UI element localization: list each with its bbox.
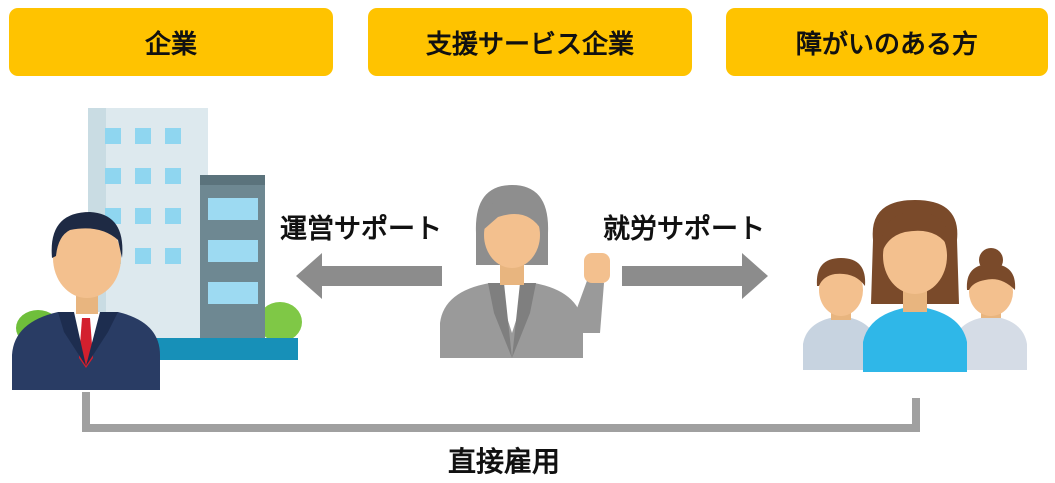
company-illustration (12, 108, 302, 390)
employment-support-arrow (622, 253, 768, 299)
header-disabled-person: 障がいのある方 (726, 8, 1048, 76)
header-support-company: 支援サービス企業 (368, 8, 692, 76)
header-company: 企業 (9, 8, 333, 76)
employment-support-label: 就労サポート (603, 214, 765, 245)
header-support-company-label: 支援サービス企業 (425, 29, 634, 60)
operation-support-label: 運営サポート (280, 214, 442, 245)
support-staff-illustration (440, 185, 610, 358)
businessman-icon (12, 212, 160, 390)
disabled-persons-illustration (803, 200, 1027, 372)
direct-employment-label: 直接雇用 (448, 445, 561, 478)
header-company-label: 企業 (144, 29, 197, 60)
person-girl-icon (953, 248, 1027, 370)
operation-support-arrow (296, 253, 442, 299)
header-disabled-person-label: 障がいのある方 (795, 29, 978, 60)
person-woman-icon (863, 200, 967, 372)
support-woman-icon (440, 185, 610, 358)
person-man-icon (803, 258, 877, 370)
building-windows (105, 128, 181, 264)
bush-right (258, 302, 302, 342)
